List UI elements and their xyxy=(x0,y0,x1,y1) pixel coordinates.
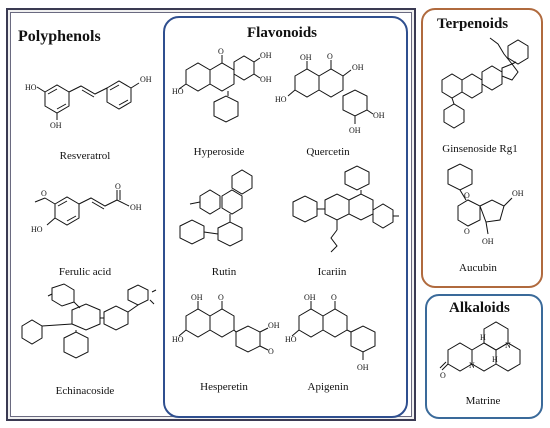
icariin-label: Icariin xyxy=(317,266,347,278)
aucubin-label: Aucubin xyxy=(459,262,497,274)
svg-text:OH: OH xyxy=(260,51,272,60)
svg-text:OH: OH xyxy=(260,75,272,84)
resveratrol-label: Resveratrol xyxy=(59,150,111,162)
svg-text:OH: OH xyxy=(300,53,312,62)
svg-text:HO: HO xyxy=(31,225,43,234)
svg-text:HO: HO xyxy=(25,83,37,92)
resveratrol-structure: OH HO OH xyxy=(25,62,165,132)
hyperoside-label: Hyperoside xyxy=(193,146,245,158)
echinacoside-structure xyxy=(12,282,162,377)
svg-text:O: O xyxy=(331,293,337,302)
flavonoids-panel xyxy=(163,16,408,418)
svg-text:OH: OH xyxy=(512,189,524,198)
svg-text:O: O xyxy=(218,293,224,302)
polyphenols-title: Polyphenols xyxy=(18,28,101,45)
svg-text:O: O xyxy=(464,191,470,200)
svg-text:O: O xyxy=(218,47,224,56)
ginsenoside-rg1-label: Ginsenoside Rg1 xyxy=(442,143,518,155)
ginsenoside-rg1-structure xyxy=(428,34,538,144)
svg-text:O: O xyxy=(268,347,274,356)
svg-text:OH: OH xyxy=(130,203,142,212)
svg-text:OH: OH xyxy=(140,75,152,84)
svg-text:N: N xyxy=(469,361,475,370)
svg-text:HO: HO xyxy=(172,335,184,344)
rutin-structure xyxy=(170,166,280,266)
svg-text:HO: HO xyxy=(172,87,184,96)
svg-text:O: O xyxy=(41,189,47,198)
svg-text:OH: OH xyxy=(50,121,62,130)
apigenin-label: Apigenin xyxy=(307,381,349,393)
echinacoside-label: Echinacoside xyxy=(55,385,115,397)
quercetin-structure: O OH OH HO OH OH xyxy=(275,52,385,147)
svg-text:H: H xyxy=(480,333,486,342)
matrine-label: Matrine xyxy=(465,395,501,407)
terpenoids-title: Terpenoids xyxy=(437,16,509,32)
apigenin-structure: O OH HO OH xyxy=(285,292,395,382)
svg-text:H: H xyxy=(492,355,498,364)
quercetin-label: Quercetin xyxy=(306,146,350,158)
svg-text:OH: OH xyxy=(352,63,364,72)
svg-text:OH: OH xyxy=(191,293,203,302)
ferulic-acid-structure: O OH O HO xyxy=(25,182,165,257)
hyperoside-structure: O OH OH HO xyxy=(172,44,272,139)
ferulic-acid-label: Ferulic acid xyxy=(58,266,112,278)
hesperetin-label: Hesperetin xyxy=(200,381,248,393)
svg-text:OH: OH xyxy=(304,293,316,302)
hesperetin-structure: O OH HO OH O xyxy=(172,292,282,382)
polyphenols-panel xyxy=(6,8,416,421)
icariin-structure xyxy=(285,164,405,269)
matrine-structure: O N N H H xyxy=(439,320,535,390)
svg-text:HO: HO xyxy=(275,95,287,104)
flavonoids-title: Flavonoids xyxy=(247,25,318,41)
svg-text:O: O xyxy=(464,227,470,236)
svg-text:O: O xyxy=(115,182,121,191)
svg-text:OH: OH xyxy=(373,111,385,120)
svg-text:O: O xyxy=(327,52,333,61)
svg-text:OH: OH xyxy=(482,237,494,246)
alkaloids-panel xyxy=(425,294,543,419)
svg-text:N: N xyxy=(505,341,511,350)
svg-text:O: O xyxy=(440,371,446,380)
aucubin-structure: OH OH O O xyxy=(428,160,538,260)
svg-text:OH: OH xyxy=(349,126,361,135)
rutin-label: Rutin xyxy=(211,266,237,278)
svg-text:HO: HO xyxy=(285,335,297,344)
svg-text:OH: OH xyxy=(268,321,280,330)
alkaloids-title: Alkaloids xyxy=(449,300,510,316)
svg-text:OH: OH xyxy=(357,363,369,372)
terpenoids-panel xyxy=(421,8,543,288)
